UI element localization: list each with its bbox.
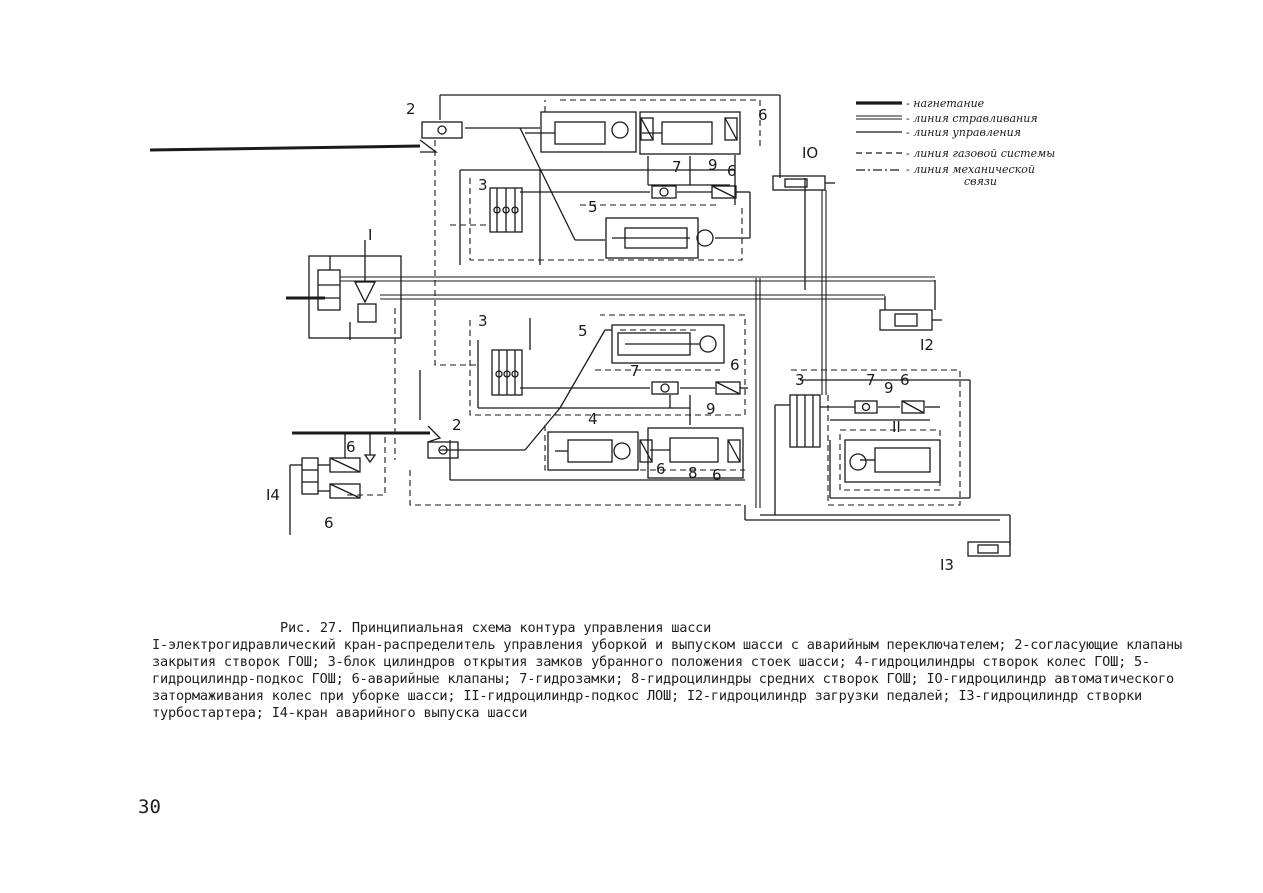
label-3-upper: 3	[478, 176, 488, 194]
label-9-upper: 9	[708, 156, 718, 174]
figure-caption: Рис. 27. Принципиальная схема контура уп…	[152, 620, 1212, 722]
right-hydrolock	[854, 400, 878, 414]
label-6-left-b: 6	[324, 514, 334, 532]
label-4: 4	[588, 410, 598, 428]
label-5-upper: 5	[588, 198, 598, 216]
lower-sequence-valve	[427, 425, 459, 459]
lower-left-emergency-valves	[318, 433, 377, 499]
legend-pressure: - нагнетание	[906, 97, 985, 110]
label-10: IO	[802, 144, 818, 162]
label-6-top: 6	[758, 106, 768, 124]
pressure-lines	[149, 144, 430, 435]
upper-strut-cylinder	[605, 217, 714, 259]
label-6-lower-a: 6	[656, 460, 666, 478]
label-6-lower-b: 6	[712, 466, 722, 484]
label-7-lower: 7	[630, 362, 640, 380]
caption-title: Рис. 27. Принципиальная схема контура уп…	[280, 620, 712, 636]
lower-strut-cylinder	[611, 324, 725, 364]
lower-unlock-cylinder-block	[491, 349, 523, 396]
legend-mechanical: - линия механической	[906, 163, 1035, 176]
label-13: I3	[940, 556, 954, 574]
lower-hydrolock	[651, 381, 679, 395]
emergency-release-valve-14	[289, 457, 319, 535]
label-14: I4	[266, 486, 280, 504]
gas-lines	[345, 99, 961, 506]
label-7-upper: 7	[672, 158, 682, 176]
label-6-left-a: 6	[346, 438, 356, 456]
main-gear-strut-cylinder	[844, 439, 941, 483]
upper-lines	[439, 94, 806, 290]
label-3-right: 3	[795, 371, 805, 389]
right-unlock-cylinder-block	[774, 394, 821, 515]
return-lines	[340, 190, 935, 508]
lower-emergency-valve	[715, 381, 741, 395]
label-5-lower: 5	[578, 322, 588, 340]
upper-sequence-valve	[419, 121, 463, 153]
label-2-lower: 2	[452, 416, 462, 434]
right-lines	[744, 379, 1011, 545]
upper-emergency-valve	[711, 185, 737, 199]
right-emergency-valve	[901, 400, 925, 414]
label-12: I2	[920, 336, 934, 354]
label-1: I	[368, 226, 372, 244]
pedal-cylinder-12	[879, 280, 942, 331]
page-number: 30	[138, 796, 161, 818]
label-6-right: 6	[900, 371, 910, 389]
label-9-lower: 9	[706, 400, 716, 418]
label-7-right: 7	[866, 371, 876, 389]
label-8: 8	[688, 464, 698, 482]
lower-lines	[419, 318, 748, 481]
electrohydraulic-distributor	[308, 240, 402, 340]
lower-cylinder-block	[547, 427, 744, 479]
upper-hydrolock	[651, 185, 677, 199]
legend-mechanical-cont: связи	[964, 175, 997, 188]
legend-swatches	[856, 101, 902, 171]
upper-cylinder-block	[525, 111, 741, 155]
legend-control: - линия управления	[906, 126, 1021, 139]
upper-unlock-cylinder-block	[489, 187, 523, 233]
label-2-upper: 2	[406, 100, 416, 118]
legend-gas: - линия газовой системы	[906, 147, 1055, 160]
legend-return: - линия стравливания	[906, 112, 1038, 125]
label-9-right: 9	[884, 379, 894, 397]
label-3-lower: 3	[478, 312, 488, 330]
turbostarter-cylinder-13	[967, 541, 1011, 557]
label-11: II	[892, 418, 901, 436]
label-6-lower: 6	[730, 356, 740, 374]
legend: - нагнетание - линия стравливания - лини…	[906, 97, 1055, 188]
component-labels: 2 I 3 5 6 7 9 6 IO 3 5 6 7 9 4 2 6 8 6 6…	[266, 100, 954, 574]
caption-body: I-электрогидравлический кран-распределит…	[152, 637, 1182, 721]
label-6-upper: 6	[727, 162, 737, 180]
brake-cylinder-10	[772, 175, 835, 191]
